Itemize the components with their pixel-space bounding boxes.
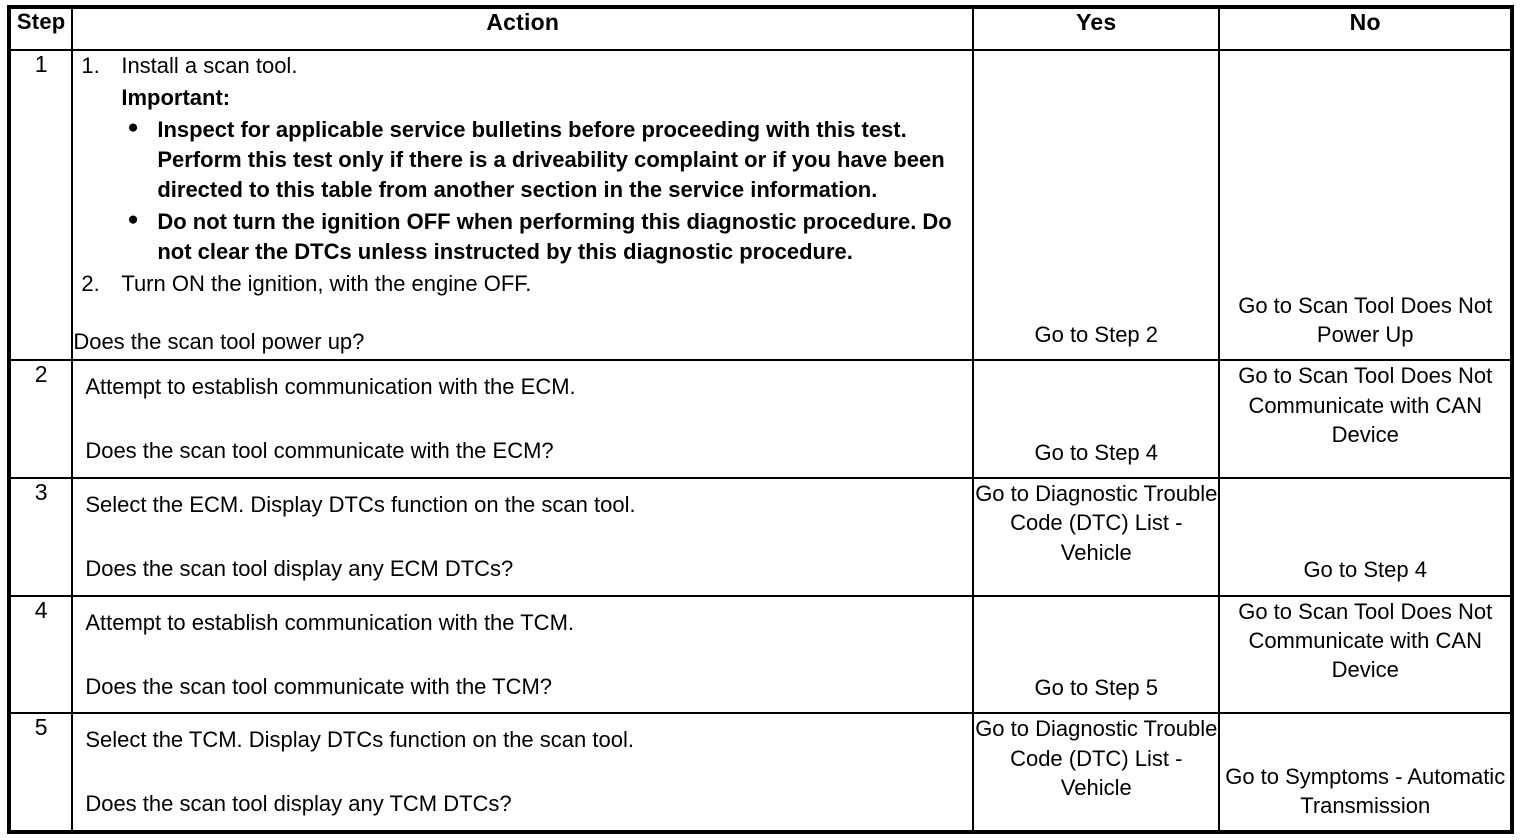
yes-answer-text: Go to Step 4 [1034,439,1159,465]
table-row: 2 Attempt to establish communication wit… [7,359,1513,480]
table-row: 5 Select the TCM. Display DTCs function … [7,712,1513,833]
yes-answer: Go to Step 4 [972,359,1221,480]
action-question: Does the scan tool communicate with the … [85,673,553,699]
numbered-instruction-list: 1. Install a scan tool. Important: ● Ins… [73,51,972,299]
table-body: 1 1. Install a scan tool. Important: ● I… [7,48,1513,833]
diagnostic-procedure-table: Step Action Yes No 1 1. Install a scan t… [7,5,1514,834]
table-row: 3 Select the ECM. Display DTCs function … [7,477,1513,597]
important-bullet-list: ● Inspect for applicable service bulleti… [121,115,972,268]
no-answer: Go to Scan Tool Does Not Power Up [1218,48,1513,362]
list-item-number: 1. [81,53,100,78]
list-item: ● Do not turn the ignition OFF when perf… [121,207,972,267]
no-answer-text: Go to Symptoms - Automatic Transmission [1225,763,1506,818]
no-answer-text: Go to Scan Tool Does Not Communicate wit… [1238,598,1493,683]
action-question: Does the scan tool power up? [73,329,365,355]
action-content: Select the ECM. Display DTCs function on… [71,477,975,597]
action-content: 1. Install a scan tool. Important: ● Ins… [71,48,975,362]
list-item-text: Do not turn the ignition OFF when perfor… [157,209,952,265]
step-number: 3 [7,477,74,597]
action-content: Attempt to establish communication with … [71,594,975,715]
yes-answer-text: Go to Diagnostic Trouble Code (DTC) List… [975,716,1218,800]
list-item: ● Inspect for applicable service bulleti… [121,115,972,205]
list-item-text: Inspect for applicable service bulletins… [157,116,945,203]
action-question: Does the scan tool display any ECM DTCs? [85,555,514,581]
no-answer: Go to Scan Tool Does Not Communicate wit… [1218,359,1513,480]
step-number: 5 [7,712,74,833]
table-header: Step Action Yes No [7,6,1513,51]
no-answer-text: Go to Step 4 [1303,557,1427,583]
no-answer: Go to Symptoms - Automatic Transmission [1218,712,1513,833]
column-header-step: Step [7,6,74,51]
action-lead: Attempt to establish communication with … [85,374,576,400]
header-row: Step Action Yes No [7,6,1513,51]
yes-answer: Go to Diagnostic Trouble Code (DTC) List… [972,712,1221,833]
action-content: Select the TCM. Display DTCs function on… [71,712,975,833]
list-item: 1. Install a scan tool. Important: ● Ins… [73,51,972,267]
bullet-icon: ● [127,209,139,231]
action-lead: Attempt to establish communication with … [85,609,575,635]
action-lead: Select the ECM. Display DTCs function on… [85,492,636,518]
bullet-icon: ● [127,116,139,138]
step-number: 2 [7,359,74,480]
list-item: 2. Turn ON the ignition, with the engine… [73,269,972,299]
step-number: 4 [7,594,74,715]
yes-answer: Go to Step 2 [972,48,1221,362]
important-label: Important: [121,84,231,110]
table-row: 1 1. Install a scan tool. Important: ● I… [7,48,1513,362]
column-header-action: Action [71,6,975,51]
yes-answer: Go to Step 5 [972,594,1221,715]
yes-answer-text: Go to Step 5 [1034,675,1159,701]
no-answer-text: Go to Scan Tool Does Not Communicate wit… [1238,363,1493,447]
no-answer-text: Go to Scan Tool Does Not Power Up [1238,292,1493,348]
action-content: Attempt to establish communication with … [71,359,975,480]
list-item-text: Install a scan tool. [121,53,298,78]
action-question: Does the scan tool display any TCM DTCs? [85,791,512,817]
no-answer: Go to Scan Tool Does Not Communicate wit… [1218,594,1513,715]
list-item-number: 2. [81,271,100,297]
step-number: 1 [7,48,74,362]
table-row: 4 Attempt to establish communication wit… [7,594,1513,715]
action-question: Does the scan tool communicate with the … [85,438,554,464]
column-header-yes: Yes [972,6,1221,51]
yes-answer: Go to Diagnostic Trouble Code (DTC) List… [972,477,1221,597]
yes-answer-text: Go to Diagnostic Trouble Code (DTC) List… [975,481,1218,565]
no-answer: Go to Step 4 [1218,477,1513,597]
column-header-no: No [1218,6,1513,51]
action-lead: Select the TCM. Display DTCs function on… [85,727,634,753]
list-item-text: Turn ON the ignition, with the engine OF… [121,271,532,297]
yes-answer-text: Go to Step 2 [1034,322,1159,348]
